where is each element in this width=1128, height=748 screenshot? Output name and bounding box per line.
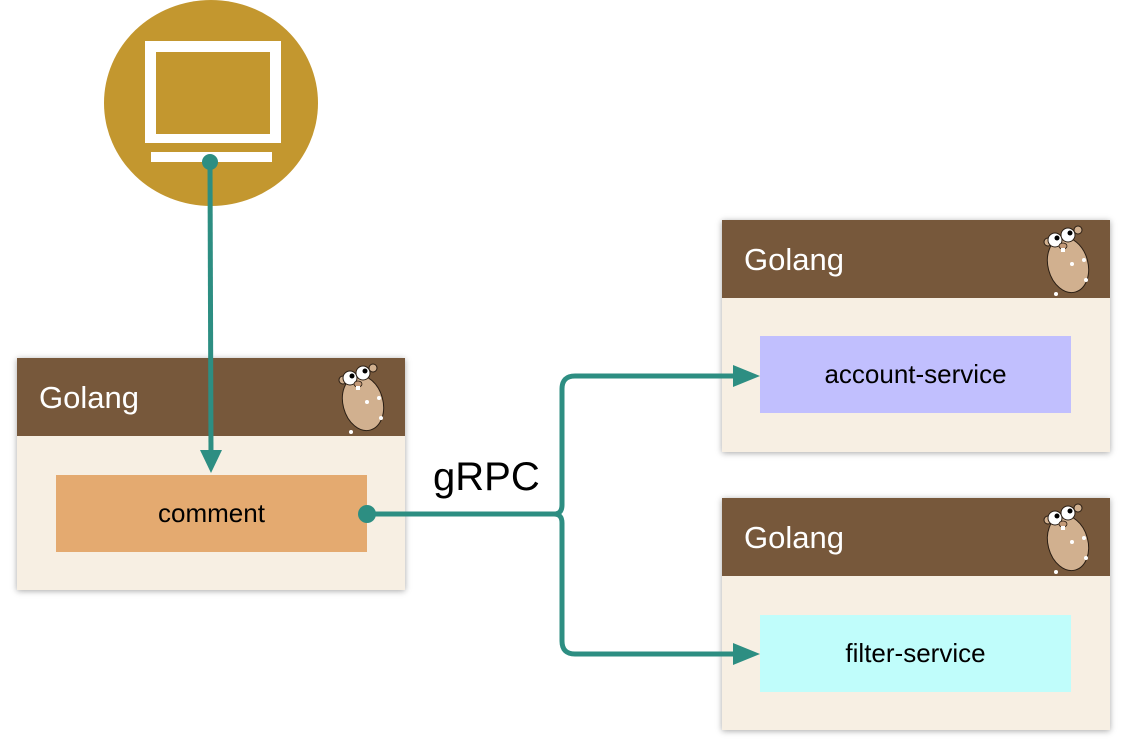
gopher-icon: [1043, 503, 1090, 574]
node-header: Golang: [722, 498, 1110, 576]
connection-label: gRPC: [433, 455, 540, 499]
node-header: Golang: [722, 220, 1110, 298]
monitor-screen: [156, 52, 270, 134]
account-service-node: Golang account-service: [722, 220, 1110, 452]
gopher-icon: [1043, 225, 1090, 296]
gopher-icon: [338, 363, 385, 434]
node-title: Golang: [744, 242, 844, 277]
service-box-comment[interactable]: comment: [56, 475, 367, 552]
client-to-comment-arrow: [200, 154, 222, 473]
monitor-icon: [145, 41, 281, 143]
node-title: Golang: [39, 380, 139, 415]
service-box-account-service[interactable]: account-service: [760, 336, 1071, 413]
filter-service-node: Golang filter-service: [722, 498, 1110, 730]
comment-to-services-arrow: [358, 365, 760, 665]
node-title: Golang: [744, 520, 844, 555]
service-box-filter-service[interactable]: filter-service: [760, 615, 1071, 692]
